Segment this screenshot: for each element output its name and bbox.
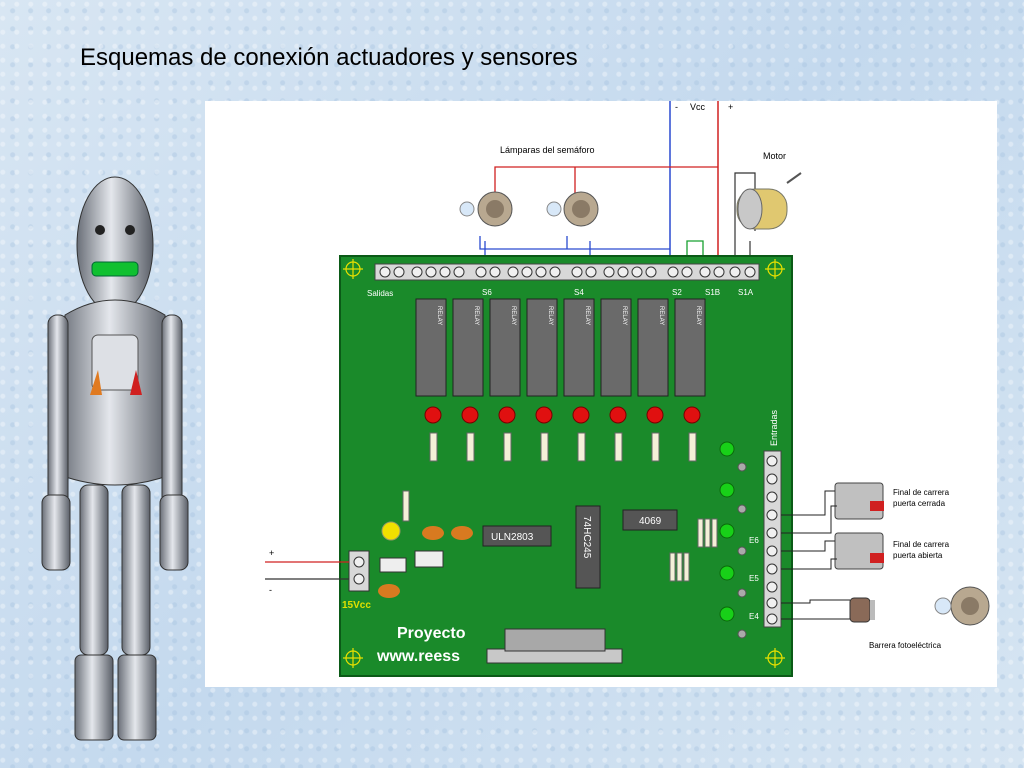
supply-plus-label: + bbox=[269, 548, 274, 558]
vcc-minus-label: - bbox=[675, 102, 678, 112]
motor-icon bbox=[736, 172, 802, 230]
relay-row: RELAY RELAY RELAY RELAY RELAY RELAY RELAY RELAY bbox=[415, 298, 706, 397]
relay bbox=[526, 298, 558, 397]
relay-label: RELAY bbox=[547, 306, 553, 325]
vcc-label: Vcc bbox=[690, 102, 706, 112]
relay-label: RELAY bbox=[695, 306, 701, 325]
page-title: Esquemas de conexión actuadores y sensor… bbox=[80, 44, 578, 71]
e5-label: E5 bbox=[749, 574, 759, 583]
output-terminal-block bbox=[374, 263, 760, 281]
red-led bbox=[572, 406, 590, 424]
limit-switch-open-icon bbox=[834, 532, 884, 570]
green-led-column bbox=[719, 441, 747, 639]
entradas-label: Entradas bbox=[769, 409, 779, 446]
lamp-2-icon bbox=[546, 191, 599, 227]
red-led bbox=[424, 406, 442, 424]
ic-uln2803: ULN2803 bbox=[482, 525, 552, 547]
relay-label: RELAY bbox=[436, 306, 442, 325]
s4-label: S4 bbox=[574, 288, 584, 297]
supply-minus-label: - bbox=[269, 585, 272, 595]
resistor bbox=[614, 432, 623, 462]
relay bbox=[674, 298, 706, 397]
motor-label: Motor bbox=[763, 151, 786, 161]
barrier-lamp-icon bbox=[934, 586, 990, 626]
lamps-label: Lámparas del semáforo bbox=[500, 145, 595, 155]
resistor bbox=[466, 432, 475, 462]
relay bbox=[452, 298, 484, 397]
red-led-row bbox=[424, 406, 701, 462]
e4-label: E4 bbox=[749, 612, 759, 621]
limit-closed-line1: Final de carrera bbox=[893, 488, 950, 497]
robot-illustration bbox=[41, 176, 189, 741]
ic-4069: 4069 bbox=[622, 509, 678, 531]
s2-label: S2 bbox=[672, 288, 682, 297]
red-led bbox=[683, 406, 701, 424]
relay bbox=[415, 298, 447, 397]
svg-text:ULN2803: ULN2803 bbox=[491, 532, 534, 543]
photo-sensor-icon bbox=[849, 597, 875, 623]
s1a-label: S1A bbox=[738, 288, 754, 297]
relay-label: RELAY bbox=[658, 306, 664, 325]
limit-closed-line2: puerta cerrada bbox=[893, 499, 946, 508]
relay-label: RELAY bbox=[584, 306, 590, 325]
resistor bbox=[651, 432, 660, 462]
resistor bbox=[688, 432, 697, 462]
resistor-network bbox=[402, 490, 718, 582]
relay bbox=[600, 298, 632, 397]
resistor bbox=[540, 432, 549, 462]
relay bbox=[489, 298, 521, 397]
lamp-red-wire bbox=[494, 166, 718, 209]
svg-text:4069: 4069 bbox=[639, 516, 662, 527]
supply-label: 15Vcc bbox=[342, 600, 371, 611]
limit-open-line2: puerta abierta bbox=[893, 551, 943, 560]
diagram-svg: - Vcc + Lámparas del semáforo Motor bbox=[265, 101, 990, 677]
lamp-1-icon bbox=[459, 191, 513, 227]
relay-label: RELAY bbox=[621, 306, 627, 325]
e6-label: E6 bbox=[749, 536, 759, 545]
www-label: www.reess bbox=[376, 648, 460, 665]
red-led bbox=[461, 406, 479, 424]
db-connector bbox=[486, 628, 623, 664]
input-terminal-block bbox=[763, 450, 782, 628]
resistor bbox=[577, 432, 586, 462]
power-components bbox=[348, 521, 473, 598]
limit-open-line1: Final de carrera bbox=[893, 540, 950, 549]
lamp-blue-wire bbox=[479, 236, 670, 250]
proyecto-label: Proyecto bbox=[397, 625, 466, 642]
red-led bbox=[535, 406, 553, 424]
vcc-plus-label: + bbox=[728, 102, 733, 112]
relay-label: RELAY bbox=[510, 306, 516, 325]
s6-label: S6 bbox=[482, 288, 492, 297]
red-led bbox=[609, 406, 627, 424]
connection-diagram: - Vcc + Lámparas del semáforo Motor bbox=[205, 101, 997, 687]
relay bbox=[563, 298, 595, 397]
s1b-label: S1B bbox=[705, 288, 720, 297]
barrier-label: Barrera fotoeléctrica bbox=[869, 641, 942, 650]
ic-74hc245: 74HC245 bbox=[575, 505, 601, 589]
resistor bbox=[503, 432, 512, 462]
mounting-marks bbox=[343, 259, 785, 668]
svg-text:74HC245: 74HC245 bbox=[581, 516, 592, 559]
red-led bbox=[646, 406, 664, 424]
red-led bbox=[498, 406, 516, 424]
relay bbox=[637, 298, 669, 397]
limit-switch-closed-icon bbox=[834, 482, 884, 520]
relay-label: RELAY bbox=[473, 306, 479, 325]
salidas-label: Salidas bbox=[367, 289, 393, 298]
resistor bbox=[429, 432, 438, 462]
